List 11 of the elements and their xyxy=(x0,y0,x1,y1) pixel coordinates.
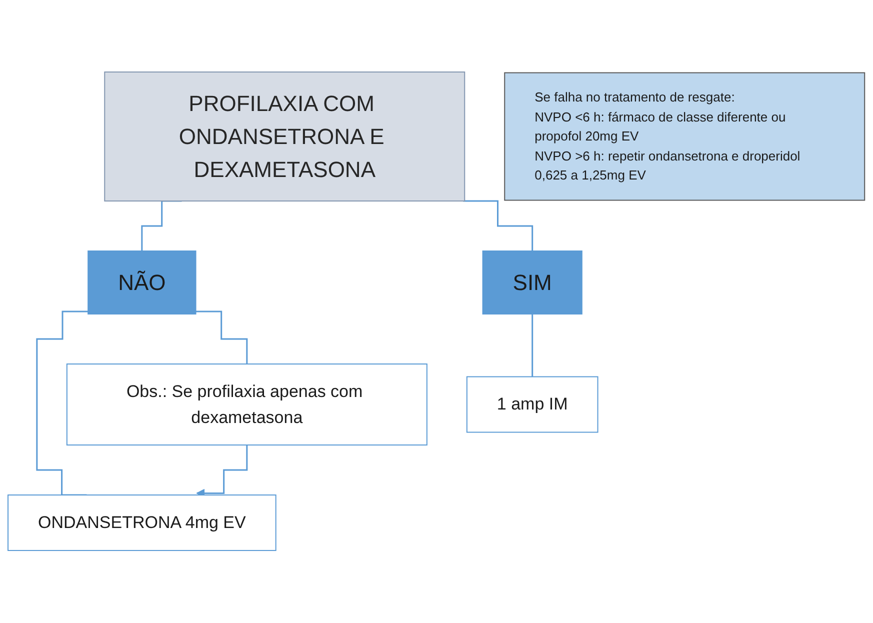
connector xyxy=(196,310,248,365)
node-box: PROFILAXIA COM ONDANSETRONA E DEXAMETASONA xyxy=(104,72,466,202)
connector xyxy=(36,310,88,496)
node-box: NÃO xyxy=(88,250,196,315)
connector xyxy=(463,200,534,252)
node-box: Se falha no tratamento de resgate: NVPO <6 h: fármaco de classe diferente ou propofol 20mg EV NVPO >6 h: repetir ondansetrona e droperidol 0,625 a 1,25mg EV xyxy=(504,72,866,201)
node-box: Obs.: Se profilaxia apenas com dexametasona xyxy=(66,364,428,446)
node-box: SIM xyxy=(482,250,583,315)
node-box: 1 amp IM xyxy=(466,376,598,433)
connector xyxy=(532,314,534,378)
node-box: ONDANSETRONA 4mg EV xyxy=(8,494,277,552)
